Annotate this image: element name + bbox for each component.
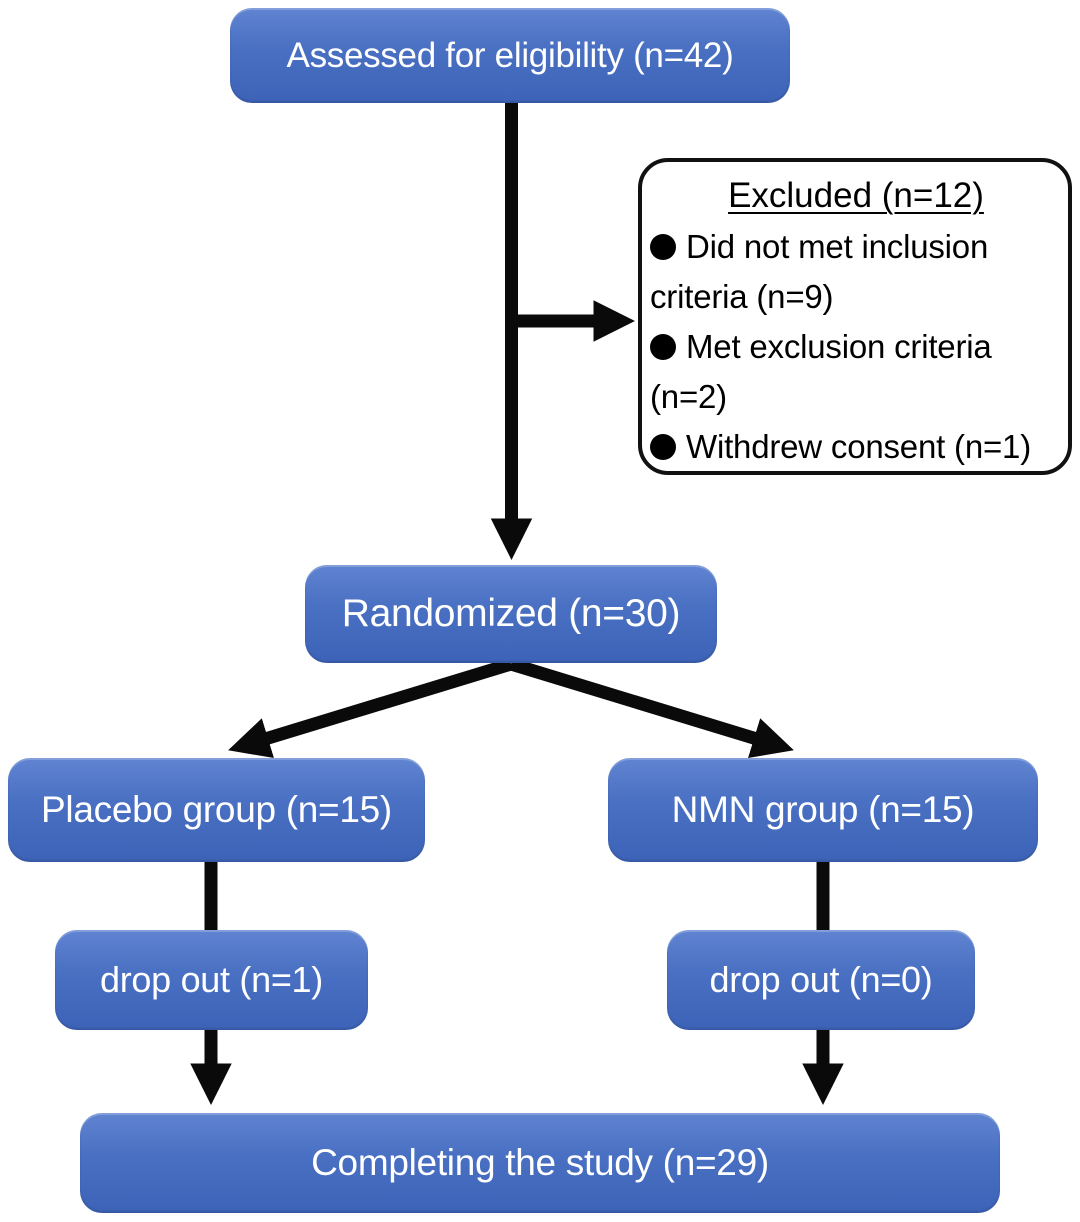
randomized-box: Randomized (n=30) [305,565,717,663]
dropout-left-box: drop out (n=1) [55,930,368,1030]
excluded-item-text: Did not met inclusion criteria (n=9) [650,228,989,315]
completing-study-box: Completing the study (n=29) [80,1113,1000,1213]
arrow-randomized-to-placebo [228,657,513,759]
excluded-item: Did not met inclusion criteria (n=9) [650,222,1062,322]
arrow-randomized-to-nmn [509,657,794,759]
excluded-item-text: Withdrew consent (n=1) [686,428,1032,465]
bullet-icon [650,334,676,360]
assessed-eligibility-box: Assessed for eligibility (n=42) [230,8,790,103]
excluded-title: Excluded (n=12) [728,176,984,215]
excluded-item: Withdrew consent (n=1) [650,422,1062,472]
randomized-label: Randomized (n=30) [341,592,681,635]
dropout-right-label: drop out (n=0) [709,959,933,1000]
assessed-eligibility-label: Assessed for eligibility (n=42) [286,35,734,75]
bullet-icon [650,434,676,460]
bullet-icon [650,234,676,260]
nmn-group-box: NMN group (n=15) [608,758,1038,862]
excluded-box: Excluded (n=12) Did not met inclusion cr… [638,158,1072,475]
completing-study-label: Completing the study (n=29) [311,1142,769,1183]
excluded-item: Met exclusion criteria (n=2) [650,322,1062,422]
placebo-group-label: Placebo group (n=15) [41,789,392,830]
dropout-left-label: drop out (n=1) [100,959,323,1000]
nmn-group-label: NMN group (n=15) [671,789,975,830]
dropout-right-box: drop out (n=0) [667,930,975,1030]
excluded-item-text: Met exclusion criteria (n=2) [650,328,992,415]
placebo-group-box: Placebo group (n=15) [8,758,425,862]
